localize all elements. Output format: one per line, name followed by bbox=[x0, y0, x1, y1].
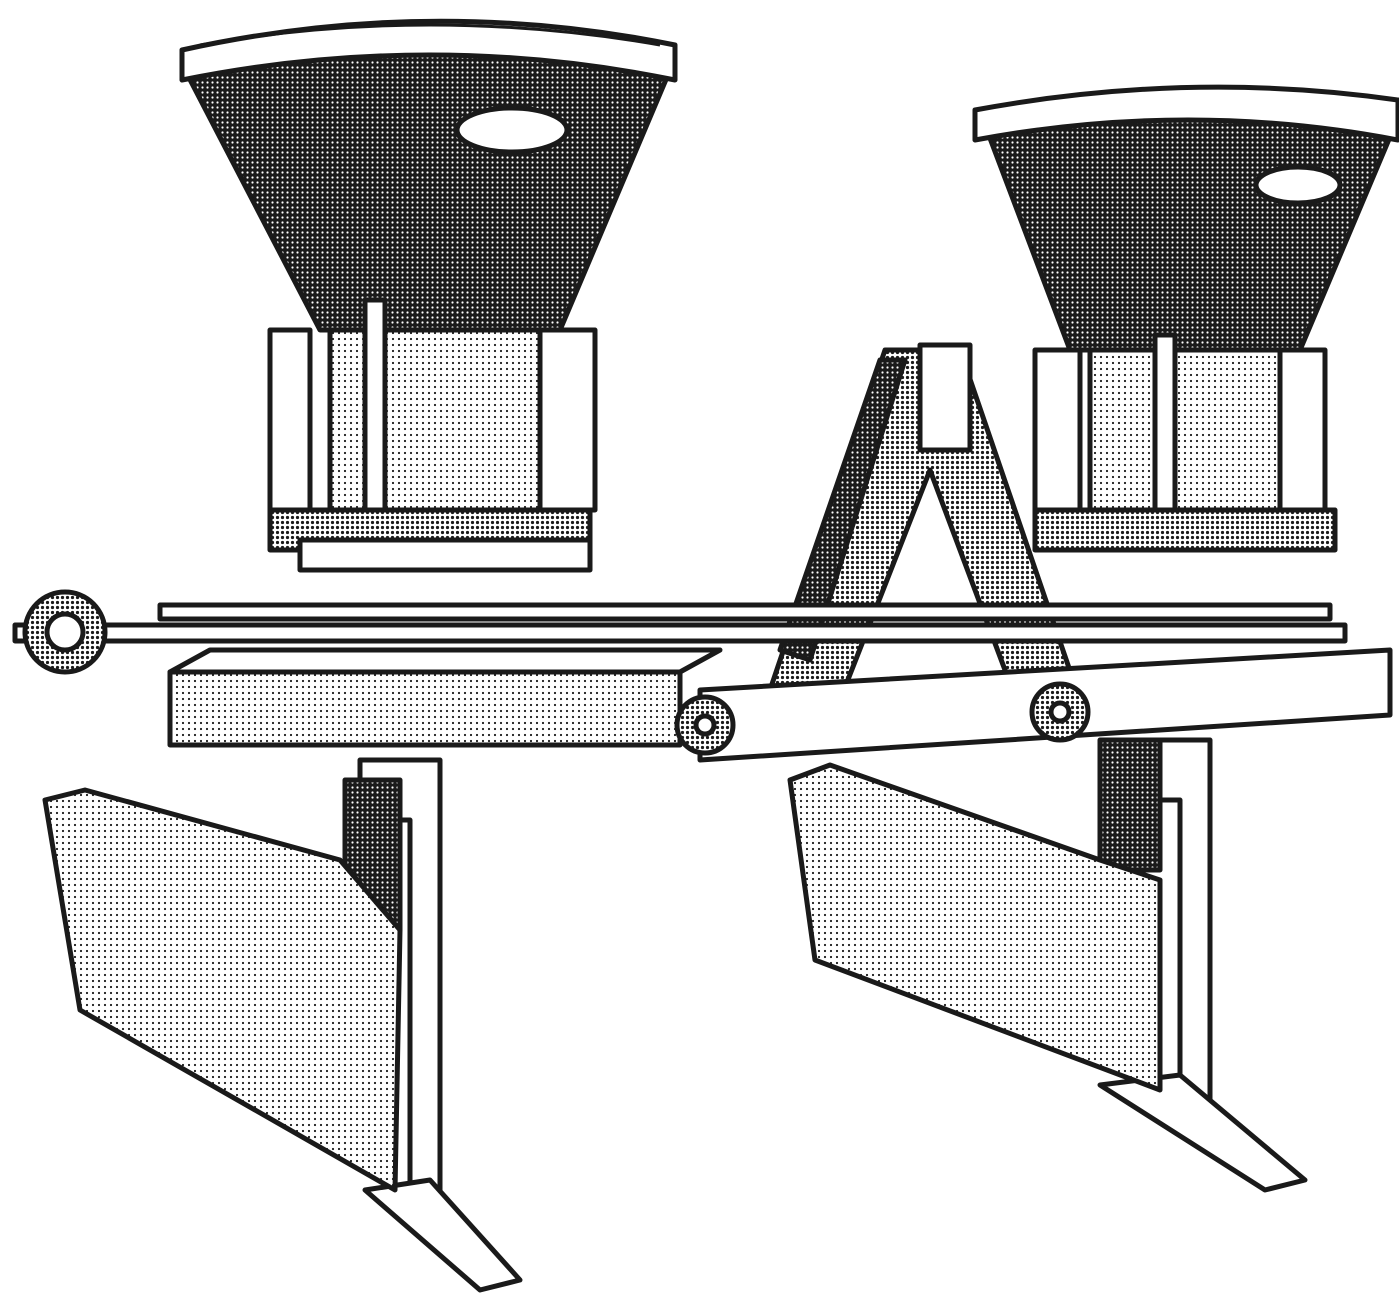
drive-sprocket bbox=[22, 589, 108, 675]
left-canister bbox=[267, 297, 598, 573]
right-canister bbox=[1032, 332, 1338, 553]
left-furrow-opener bbox=[42, 757, 523, 1293]
toolbar-beam bbox=[167, 647, 1393, 763]
left-hopper bbox=[179, 18, 678, 333]
drive-shaft bbox=[12, 602, 1348, 644]
right-furrow-opener bbox=[787, 737, 1308, 1193]
right-hopper bbox=[972, 84, 1399, 353]
